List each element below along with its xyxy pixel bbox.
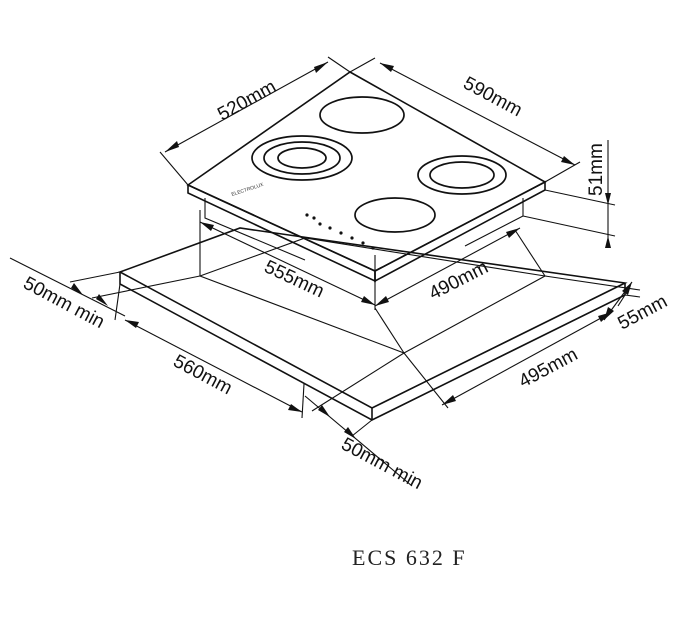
svg-text:520mm: 520mm	[214, 76, 280, 125]
cooking-zones	[251, 96, 507, 233]
touch-controls	[305, 213, 375, 250]
cooking-zone-dual-rear-right	[417, 155, 507, 195]
svg-text:490mm: 490mm	[426, 257, 492, 304]
svg-text:590mm: 590mm	[460, 73, 526, 121]
countertop-cutout	[198, 237, 547, 354]
dim-cutout-width: 555mm	[199, 210, 376, 310]
dim-hob-height: 51mm	[522, 140, 616, 248]
cooking-zone-rear-left	[319, 96, 405, 134]
svg-text:495mm: 495mm	[515, 344, 581, 392]
countertop	[118, 227, 628, 421]
brand-logo: ELECTROLUX	[231, 182, 265, 198]
dim-bottom-clearance: 50mm min	[304, 352, 426, 494]
svg-text:50mm min: 50mm min	[338, 434, 426, 494]
svg-text:50mm min: 50mm min	[20, 273, 108, 333]
dim-left-clearance: 50mm min	[9, 257, 201, 333]
svg-text:560mm: 560mm	[170, 351, 236, 399]
svg-text:51mm: 51mm	[586, 143, 607, 196]
svg-text:555mm: 555mm	[261, 256, 327, 302]
model-label: ECS 632 F	[352, 545, 467, 570]
cooking-zone-dual-front-left	[251, 135, 353, 181]
cooking-zone-front-right	[354, 197, 436, 233]
dim-hob-width: 590mm	[349, 57, 581, 183]
